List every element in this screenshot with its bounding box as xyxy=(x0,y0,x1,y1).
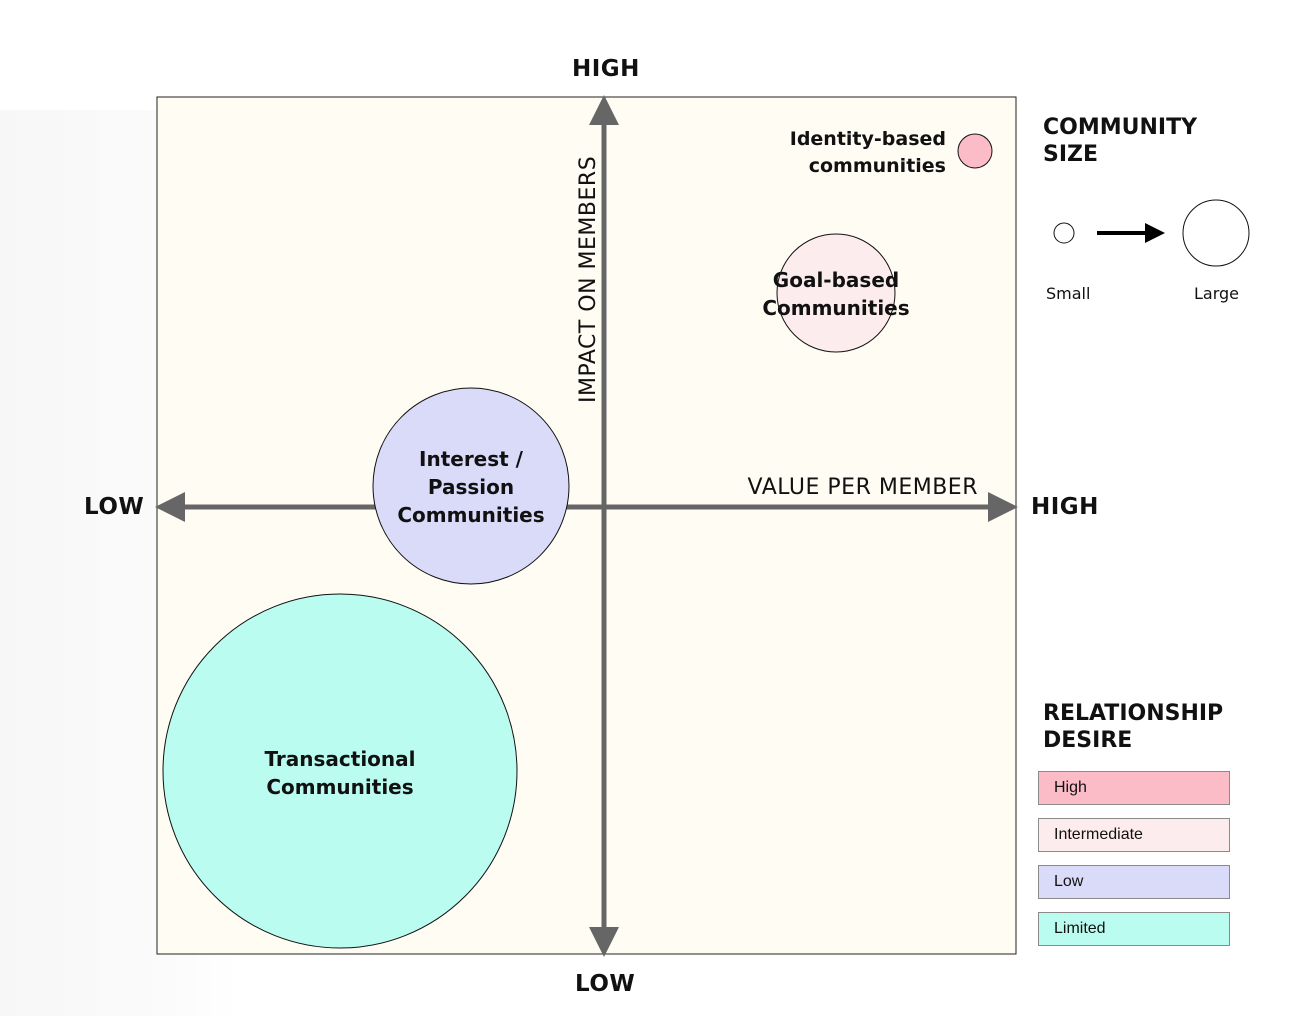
community-size-title-line-1: COMMUNITY xyxy=(1043,115,1198,140)
interest-label-line-3: Communities xyxy=(397,503,544,527)
legend-swatch-low: Low xyxy=(1038,865,1230,899)
size-arrow-head xyxy=(1145,223,1165,243)
transactional-bubble xyxy=(162,593,518,949)
y-axis-title: IMPACT ON MEMBERS xyxy=(576,156,601,403)
interest-label-line-1: Interest / xyxy=(419,447,524,471)
relationship-desire-title: RELATIONSHIP DESIRE xyxy=(1043,700,1283,754)
x-axis-title: VALUE PER MEMBER xyxy=(748,475,978,500)
interest-passion-bubble xyxy=(372,387,570,585)
y-axis-low-label: LOW xyxy=(575,971,636,997)
size-small-circle xyxy=(1053,222,1075,244)
x-axis-high-label: HIGH xyxy=(1031,494,1099,520)
size-large-label: Large xyxy=(1194,284,1240,303)
legend-swatch-limited: Limited xyxy=(1038,912,1230,946)
size-large-circle xyxy=(1182,199,1250,267)
identity-label-line-2: communities xyxy=(809,155,946,177)
y-axis-high-label: HIGH xyxy=(572,56,640,82)
x-axis-low-label: LOW xyxy=(84,494,145,520)
relationship-desire-title-line-1: RELATIONSHIP xyxy=(1043,701,1224,726)
transactional-label-line-1: Transactional xyxy=(264,747,415,771)
legend-swatch-intermediate: Intermediate xyxy=(1038,818,1230,852)
goal-label-line-1: Goal-based xyxy=(773,268,899,292)
interest-label-line-2: Passion xyxy=(428,475,514,499)
relationship-desire-title-line-2: DESIRE xyxy=(1043,728,1133,753)
size-small-label: Small xyxy=(1046,284,1091,303)
identity-based-bubble xyxy=(957,133,993,169)
transactional-label-line-2: Communities xyxy=(266,775,413,799)
legend-swatch-high: High xyxy=(1038,771,1230,805)
identity-label-line-1: Identity-based xyxy=(790,128,946,150)
goal-label-line-2: Communities xyxy=(762,296,909,320)
goal-based-bubble xyxy=(776,233,896,353)
community-size-title: COMMUNITY SIZE xyxy=(1043,114,1243,168)
community-size-title-line-2: SIZE xyxy=(1043,142,1099,167)
